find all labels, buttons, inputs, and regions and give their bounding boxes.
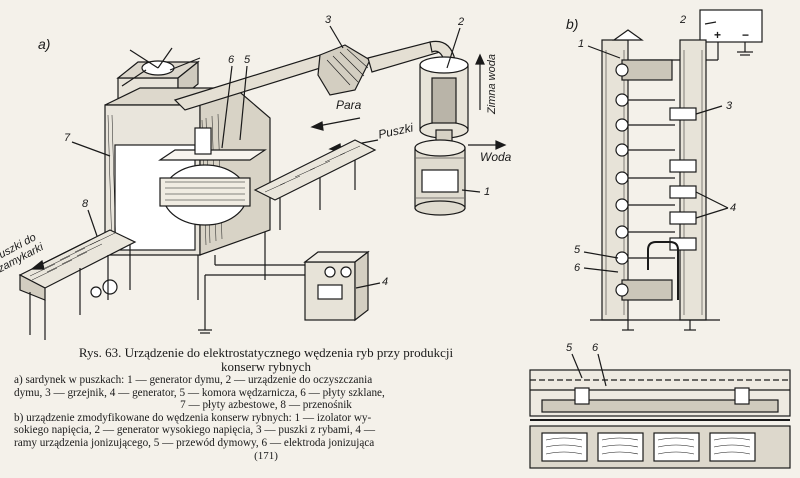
label-woda: Woda	[480, 150, 512, 164]
chamber-section-drawing	[529, 353, 791, 469]
caption-line-1: a) sardynek w puszkach: 1 — generator dy…	[14, 374, 373, 386]
figure-a-number-5: 5	[244, 54, 251, 66]
page-number: (171)	[254, 449, 278, 462]
figure-b-number-5: 5	[574, 244, 581, 256]
figure-a-number-6: 6	[228, 54, 235, 66]
figure-a-number-8: 8	[82, 198, 89, 210]
figure-a-number-1: 1	[484, 186, 491, 198]
caption-line-4: b) urządzenie zmodyfikowane do wędzenia …	[14, 411, 372, 424]
figure-b-number-4: 4	[730, 202, 737, 214]
figure-c: 5 6	[520, 340, 800, 478]
label-para: Para	[336, 98, 362, 112]
figure-b: b)	[530, 0, 800, 340]
plus-terminal: +	[714, 28, 722, 42]
caption-line-5: sokiego napięcia, 2 — generator wysokieg…	[14, 424, 376, 437]
caption-line-6: ramy urządzenia jonizującego, 5 — przewó…	[14, 436, 375, 449]
figure-b-number-1: 1	[578, 38, 585, 50]
caption-title-line-1: Rys. 63. Urządzenie do elektrostatyczneg…	[78, 345, 454, 360]
figure-c-number-6: 6	[592, 342, 599, 354]
figure-a-panel-label: a)	[38, 36, 51, 52]
figure-b-number-3: 3	[726, 100, 733, 112]
figure-b-number-2: 2	[680, 14, 687, 26]
figure-c-number-5: 5	[566, 342, 573, 354]
figure-a-number-3: 3	[325, 14, 332, 26]
minus-terminal: −	[742, 28, 750, 42]
ionizing-device-drawing	[583, 9, 763, 331]
figure-a-number-7: 7	[64, 132, 71, 144]
smoking-apparatus-drawing	[18, 25, 507, 340]
figure-a-number-2: 2	[458, 16, 465, 28]
figure-a-number-4: 4	[382, 276, 389, 288]
caption-line-3: 7 — płyty azbestowe, 8 — przenośnik	[180, 399, 352, 412]
figure-b-panel-label: b)	[566, 16, 579, 32]
figure-a: a)	[0, 0, 530, 345]
label-zimna-woda: Zimna woda	[485, 54, 498, 114]
caption-title: Rys. 63. Urządzenie do elektrostatyczneg…	[14, 346, 518, 374]
figure-b-number-6: 6	[574, 262, 581, 274]
caption-line-2: dymu, 3 — grzejnik, 4 — generator, 5 — k…	[14, 386, 385, 399]
figure-caption: Rys. 63. Urządzenie do elektrostatyczneg…	[14, 346, 518, 462]
caption-title-line-2: konserw rybnych	[221, 359, 311, 374]
